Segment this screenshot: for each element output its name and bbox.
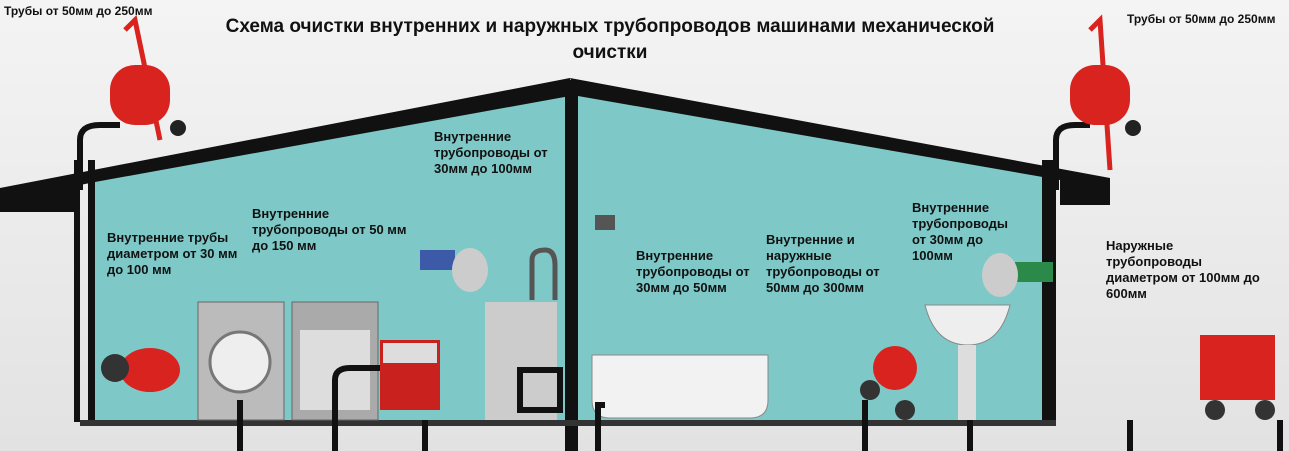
corner-label-left: Трубы от 50мм до 250мм (4, 4, 153, 18)
machines (101, 14, 1275, 420)
label-internal-30-50: Внутренние трубопроводы от 30мм до 50мм (636, 248, 750, 295)
drum-machine-right (1070, 14, 1141, 171)
corner-label-right: Трубы от 50мм до 250мм (1127, 12, 1276, 26)
pipes (77, 122, 1283, 451)
left-wall (74, 160, 80, 422)
drum-machine-left (110, 14, 186, 141)
wheeled-machine (860, 346, 917, 420)
label-internal-30-100-bath: Внутренние трубопроводы от 30мм до 100мм (912, 200, 1009, 263)
label-internal-30-100: Внутренние трубы диаметром от 30 мм до 1… (107, 230, 238, 277)
center-wall (565, 80, 578, 451)
roof-right (570, 78, 1110, 205)
diagram-title: Схема очистки внутренних и наружных труб… (225, 16, 995, 63)
bathtub (591, 354, 769, 419)
right-room (578, 92, 1042, 422)
right-wall (1042, 160, 1056, 422)
sectional-machine (101, 348, 180, 392)
case-machine (380, 340, 440, 410)
label-internal-30-100-kitchen: Внутренние трубопроводы от 30мм до 100мм (434, 129, 548, 176)
shower-head (595, 215, 615, 230)
washbasin (924, 304, 1011, 420)
roof-left (0, 78, 570, 212)
label-external-100-600: Наружные трубопроводы диаметром от 100мм… (1106, 238, 1260, 301)
drill-green (982, 253, 1053, 297)
label-internal-50-150: Внутренние трубопроводы от 50 мм до 150 … (252, 206, 407, 253)
drill-blue (420, 248, 488, 292)
heavy-machine (1200, 335, 1275, 420)
floor (80, 420, 1056, 426)
label-internal-external-50-300: Внутренние и наружные трубопроводы от 50… (766, 232, 880, 295)
